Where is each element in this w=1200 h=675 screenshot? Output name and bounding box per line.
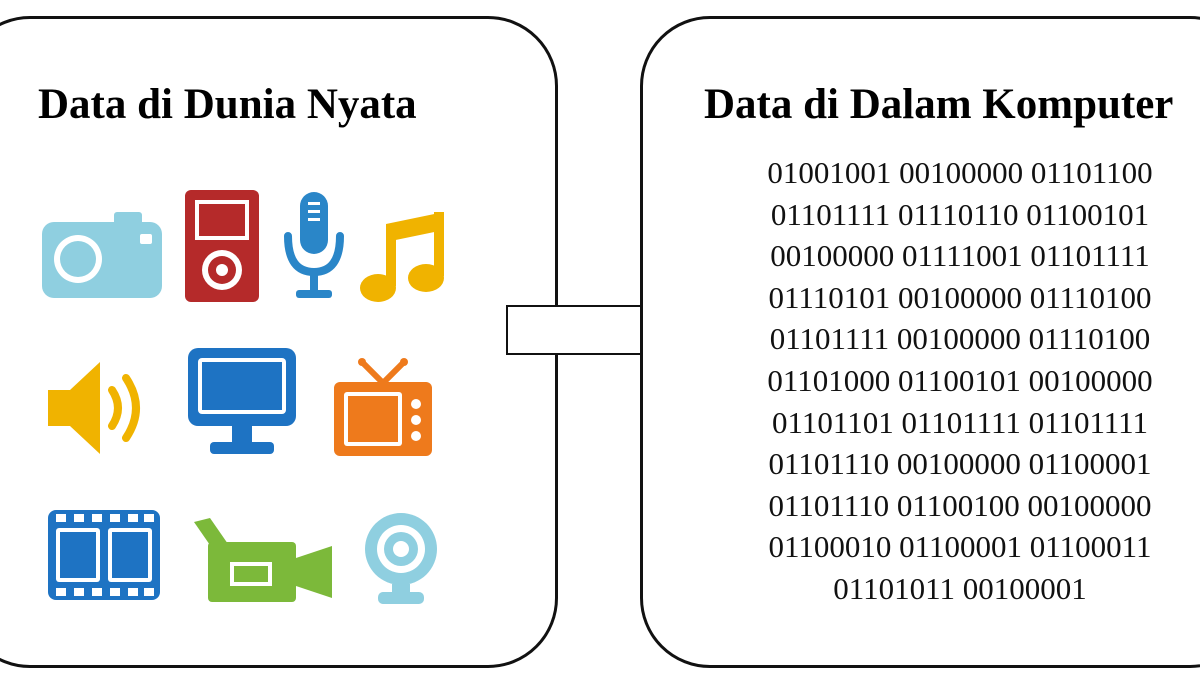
film-strip-icon — [48, 510, 160, 600]
binary-line: 01101110 01100100 00100000 — [768, 487, 1152, 523]
camera-icon — [42, 212, 162, 298]
monitor-icon — [188, 348, 296, 454]
microphone-icon — [284, 192, 344, 298]
binary-text-block: 01001001 00100000 01101100 01101111 0111… — [700, 152, 1200, 610]
binary-line: 01101101 01101111 01101111 — [772, 404, 1148, 440]
binary-line: 01101110 00100000 01100001 — [768, 446, 1152, 482]
music-note-icon — [360, 212, 444, 302]
binary-line: 01001001 00100000 01101100 — [767, 155, 1153, 190]
binary-line: 01101000 01100101 00100000 — [767, 362, 1153, 398]
computer-data-title: Data di Dalam Komputer — [704, 81, 1174, 128]
music-player-icon — [185, 190, 259, 302]
television-icon — [334, 358, 432, 456]
binary-line: 01101111 00100000 01110100 — [769, 321, 1151, 357]
webcam-icon — [365, 513, 437, 604]
real-world-data-title: Data di Dunia Nyata — [38, 81, 417, 128]
video-camera-icon — [194, 518, 332, 602]
binary-line: 01100010 01100001 01100011 — [768, 529, 1152, 565]
speaker-icon — [48, 362, 140, 454]
binary-line: 00100000 01111001 01101111 — [770, 238, 1150, 274]
binary-line: 01101111 01110110 01100101 — [770, 196, 1150, 232]
binary-line: 01101011 00100001 — [833, 570, 1087, 606]
computer-data-panel — [640, 16, 1200, 668]
binary-line: 01110101 00100000 01110100 — [768, 279, 1152, 315]
